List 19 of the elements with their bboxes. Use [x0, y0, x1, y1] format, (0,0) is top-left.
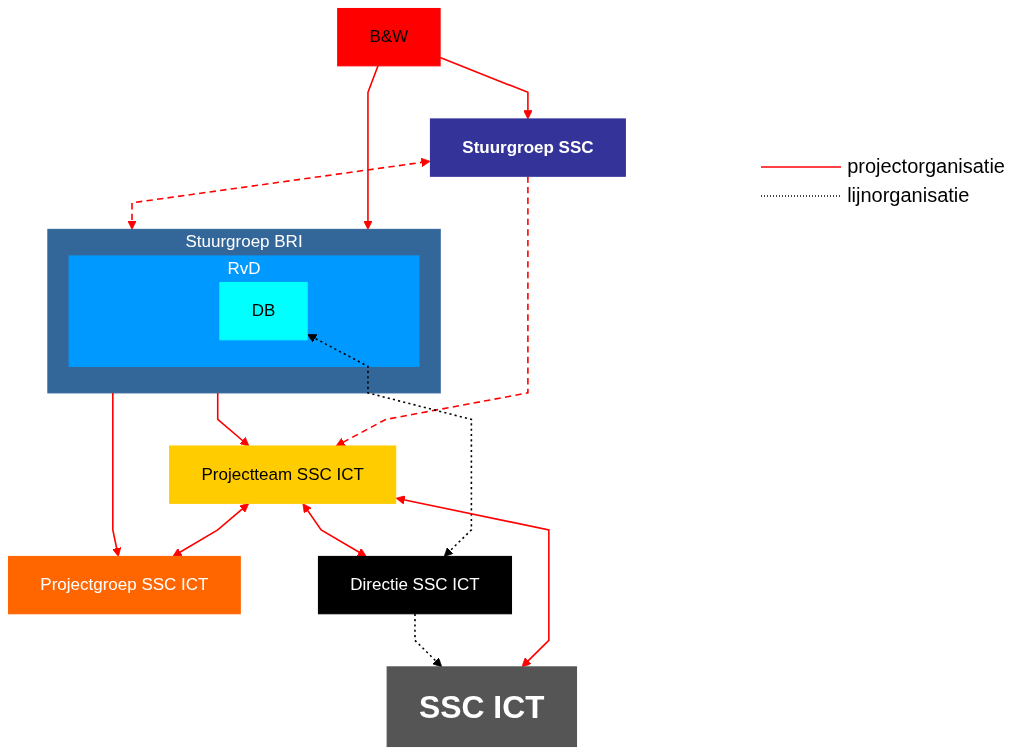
node-box: B&W: [337, 7, 441, 67]
legend-label: lijnorganisatie: [847, 184, 970, 207]
arrow: [127, 157, 431, 230]
arrow: [414, 612, 443, 668]
arrow: [172, 503, 250, 557]
node-box: SSC ICT: [386, 666, 578, 748]
arrow: [307, 334, 473, 557]
arrow: [363, 65, 379, 230]
node-box: Stuurgroep SSC: [429, 118, 626, 177]
arrow: [302, 503, 367, 557]
node-box: Directie SSC ICT: [317, 555, 513, 615]
legend-label: projectorganisatie: [847, 155, 1005, 178]
node-box: Projectteam SSC ICT: [169, 445, 397, 504]
arrow: [112, 392, 122, 557]
node-box: DB: [219, 281, 308, 341]
node-box: Projectgroep SSC ICT: [7, 555, 241, 615]
arrow: [335, 175, 529, 447]
arrow: [216, 392, 250, 447]
arrow: [395, 495, 550, 668]
